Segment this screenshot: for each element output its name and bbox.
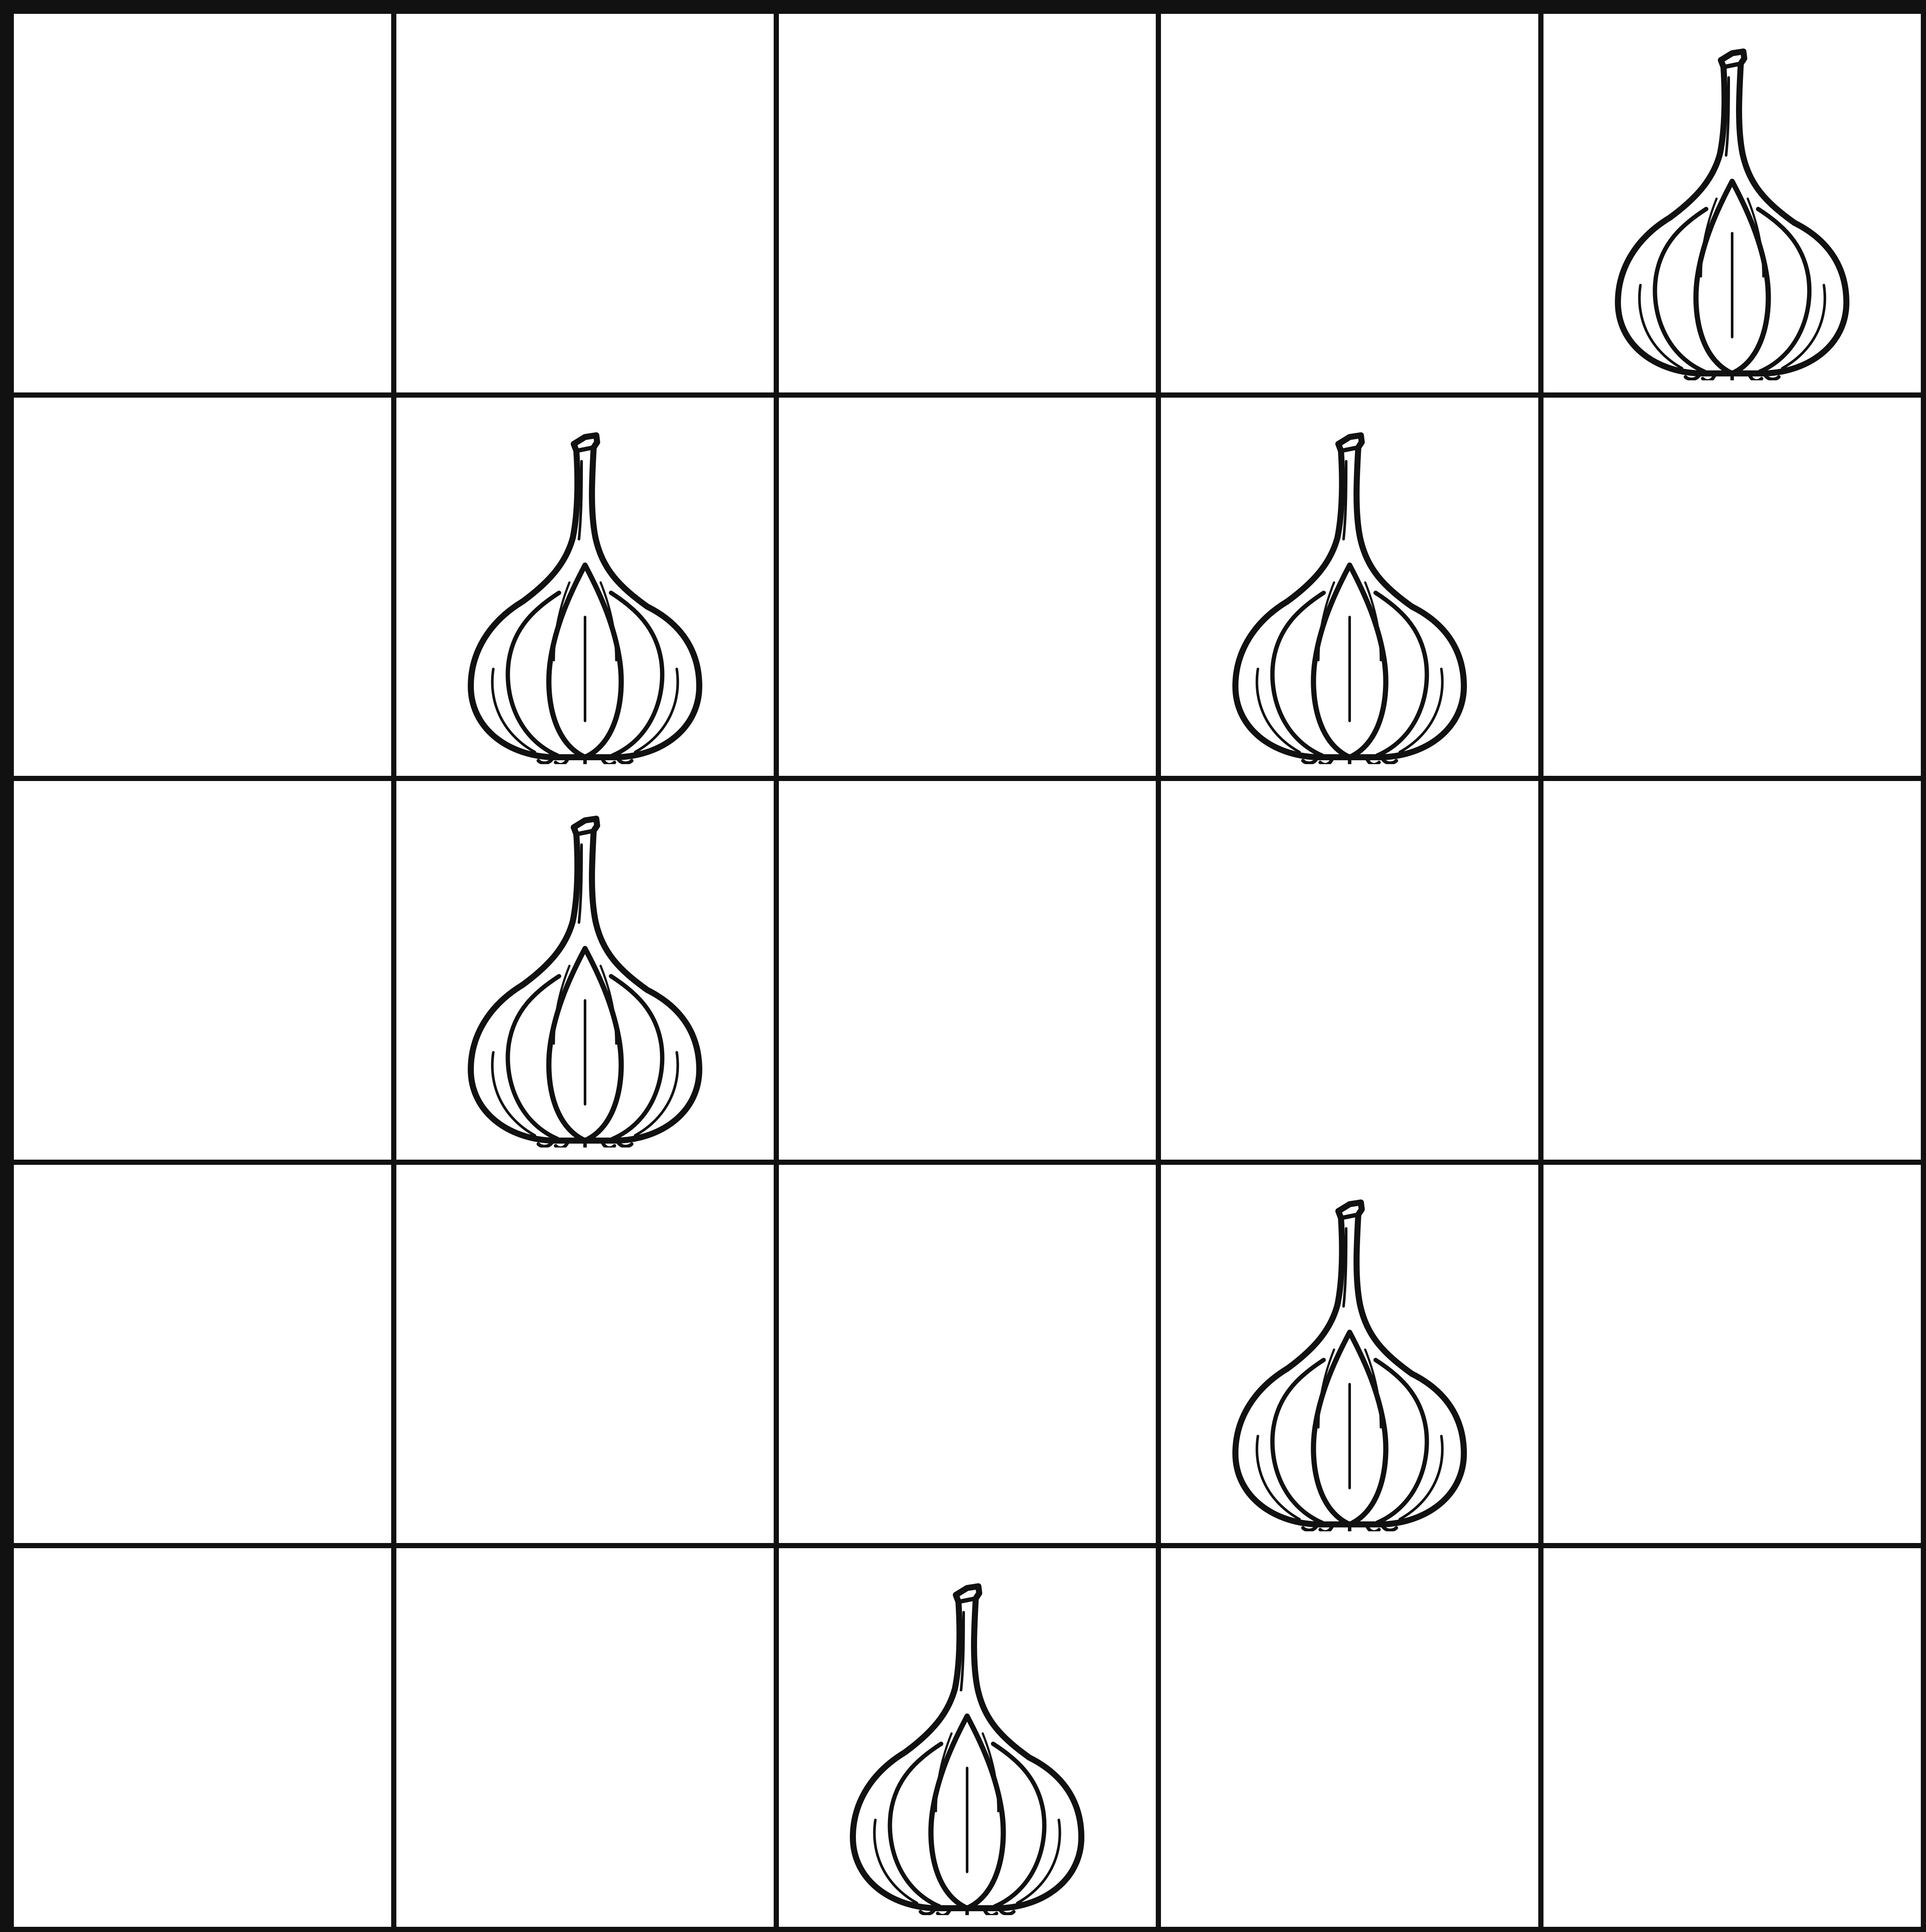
garlic-icon xyxy=(1602,26,1862,380)
grid-cell-r4-c5[interactable] xyxy=(1543,1165,1926,1549)
grid-cell-r2-c1[interactable] xyxy=(14,398,396,781)
grid-cell-r2-c5[interactable] xyxy=(1543,398,1926,781)
grid-cell-r4-c1[interactable] xyxy=(14,1165,396,1549)
grid-cell-r4-c2[interactable] xyxy=(396,1165,779,1549)
grid-cell-r5-c5[interactable] xyxy=(1543,1548,1926,1932)
grid-cell-r3-c3[interactable] xyxy=(779,781,1161,1165)
garlic-icon xyxy=(837,1560,1097,1915)
grid-cell-r5-c1[interactable] xyxy=(14,1548,396,1932)
grid-cell-r4-c4[interactable] xyxy=(1161,1165,1543,1549)
grid-cell-r5-c2[interactable] xyxy=(396,1548,779,1932)
garlic-icon xyxy=(1220,1177,1479,1531)
grid-cell-r2-c4[interactable] xyxy=(1161,398,1543,781)
game-board xyxy=(7,7,1926,1932)
grid-cell-r3-c1[interactable] xyxy=(14,781,396,1165)
grid-cell-r1-c2[interactable] xyxy=(396,14,779,398)
grid-cell-r1-c1[interactable] xyxy=(14,14,396,398)
grid-cell-r3-c5[interactable] xyxy=(1543,781,1926,1165)
garlic-icon xyxy=(1220,409,1479,764)
grid-cell-r2-c3[interactable] xyxy=(779,398,1161,781)
grid-cell-r3-c2[interactable] xyxy=(396,781,779,1165)
grid-cell-r3-c4[interactable] xyxy=(1161,781,1543,1165)
garlic-icon xyxy=(455,409,715,764)
grid-cell-r1-c5[interactable] xyxy=(1543,14,1926,398)
garlic-icon xyxy=(455,793,715,1148)
grid-cell-r4-c3[interactable] xyxy=(779,1165,1161,1549)
grid-cell-r5-c4[interactable] xyxy=(1161,1548,1543,1932)
grid-cell-r1-c4[interactable] xyxy=(1161,14,1543,398)
grid-cell-r1-c3[interactable] xyxy=(779,14,1161,398)
grid-cell-r2-c2[interactable] xyxy=(396,398,779,781)
grid-cell-r5-c3[interactable] xyxy=(779,1548,1161,1932)
